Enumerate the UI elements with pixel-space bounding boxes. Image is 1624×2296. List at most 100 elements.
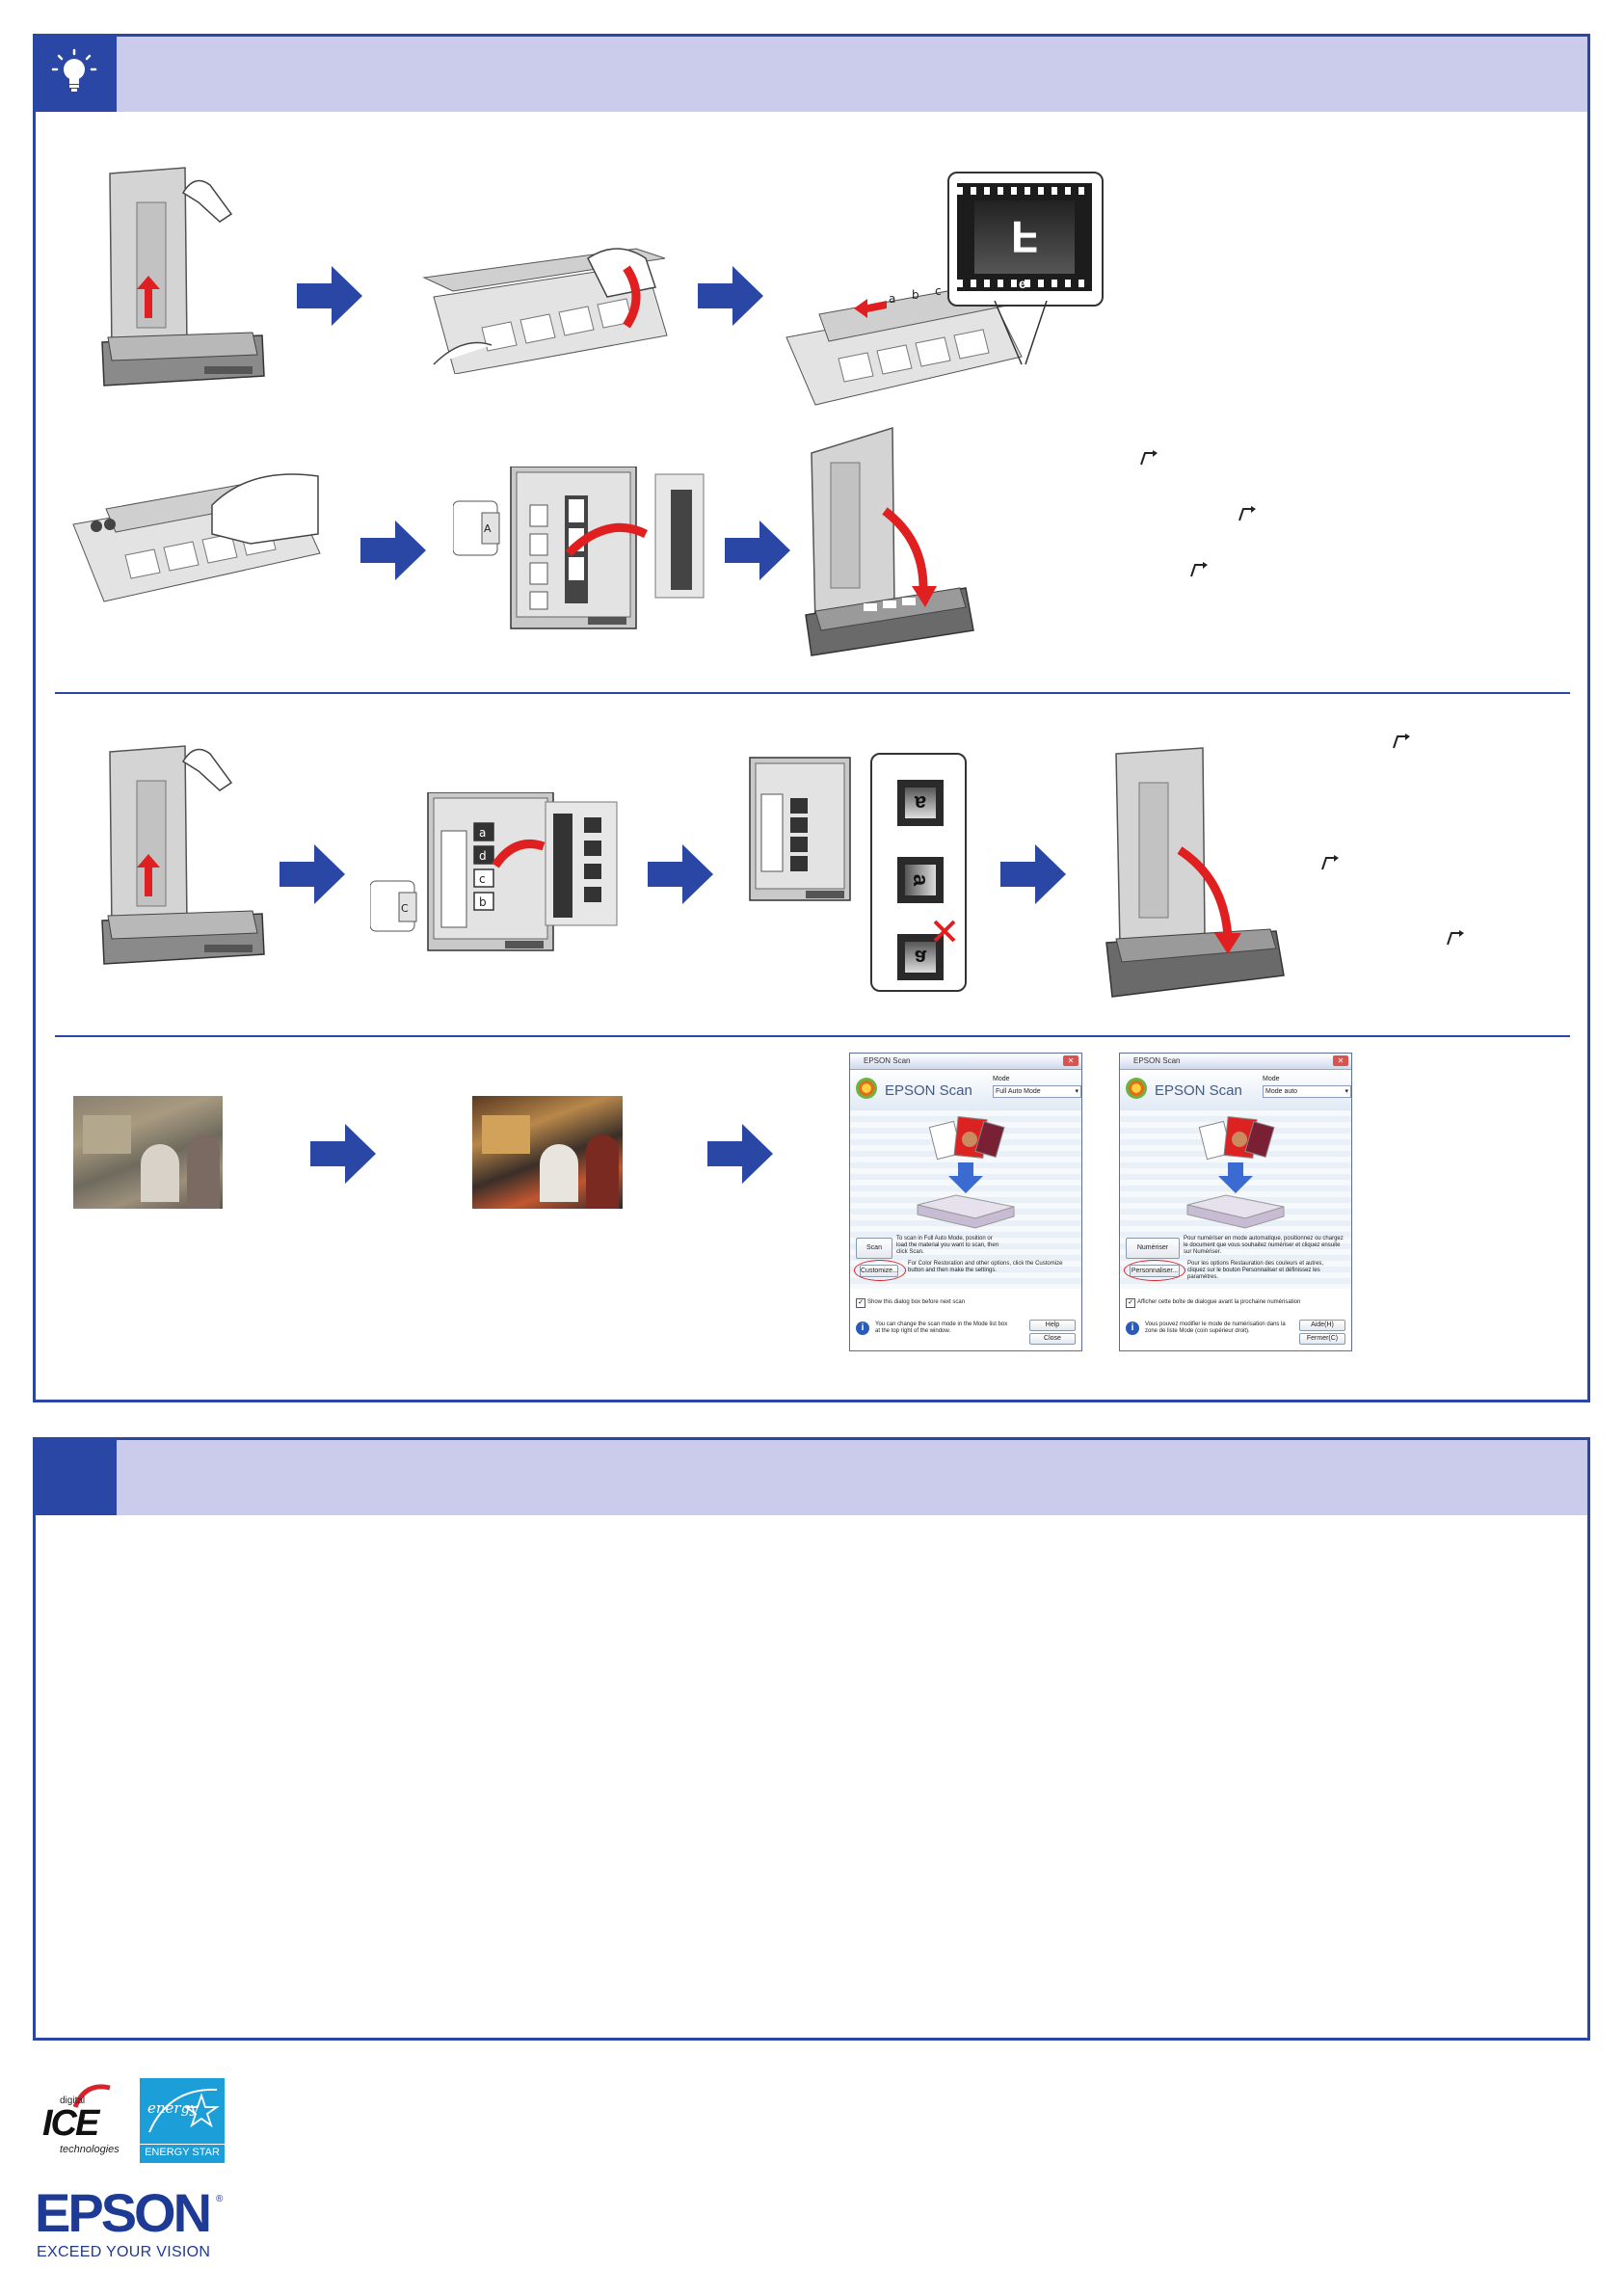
scanner-graphic <box>1186 1116 1285 1229</box>
step-arrow <box>310 1124 376 1184</box>
dialog-brand: EPSON Scan <box>885 1082 972 1099</box>
epson-logo: EPSON <box>35 2182 212 2243</box>
lightbulb-icon <box>51 48 97 92</box>
film-frame-letter: a <box>889 292 895 306</box>
slides-on-glass-illustration <box>749 757 851 901</box>
scan-button[interactable]: Numériser <box>1126 1238 1180 1259</box>
scanner-lid-open-illustration <box>101 167 265 387</box>
ice-small-text: digital <box>60 2096 86 2106</box>
dialog-title: EPSON Scan <box>1120 1054 1351 1070</box>
epson-scan-dialog-en: EPSON Scan ✕ EPSON Scan Mode Full Auto M… <box>849 1053 1082 1351</box>
close-button[interactable]: Close <box>1029 1333 1076 1345</box>
tips-header-band <box>36 37 1587 112</box>
step-arrow <box>725 521 790 580</box>
customize-description: For Color Restoration and other options,… <box>908 1261 1063 1273</box>
scan-button[interactable]: Scan <box>856 1238 892 1259</box>
ice-sub-text: technologies <box>60 2144 120 2155</box>
epson-tagline: EXCEED YOUR VISION <box>37 2244 211 2260</box>
scan-start-button-icon <box>1321 855 1339 870</box>
close-icon[interactable]: ✕ <box>1333 1055 1348 1066</box>
slide-holder-illustration: a d c b C <box>370 792 618 951</box>
film-strip-preview: F <box>957 183 1092 291</box>
mode-select[interactable]: Full Auto Mode▾ <box>993 1085 1081 1098</box>
slide-label: b <box>479 895 487 909</box>
ice-swoosh <box>73 2084 111 2108</box>
customize-description: Pour les options Restauration des couleu… <box>1187 1261 1324 1280</box>
checkbox-label: Afficher cette boîte de dialogue avant l… <box>1137 1299 1301 1305</box>
scan-start-button-icon <box>1140 450 1158 466</box>
mode-label: Mode <box>993 1076 1010 1082</box>
step-arrow <box>698 266 763 326</box>
close-lid-illustration <box>1105 747 1285 998</box>
mode-label: Mode <box>1263 1076 1280 1082</box>
epson-scan-dialog-fr: EPSON Scan ✕ EPSON Scan Mode Mode auto▾ … <box>1119 1053 1352 1351</box>
slide-correct-1: a <box>897 780 944 826</box>
close-lid-illustration <box>805 426 974 656</box>
scan-start-button-icon <box>1190 562 1208 577</box>
scan-description: To scan in Full Auto Mode, position or l… <box>896 1236 999 1255</box>
film-frame-caption: e <box>1019 276 1026 291</box>
film-holder-on-glass-illustration: A <box>453 467 705 629</box>
step-arrow <box>360 521 426 580</box>
energy-star-text: ENERGY STAR <box>145 2147 220 2158</box>
restored-photo <box>472 1096 623 1209</box>
section-divider-2 <box>55 1035 1570 1037</box>
ice-main-text: ICE <box>42 2103 99 2144</box>
guide-tab-label: C <box>401 902 409 915</box>
flower-icon <box>856 1078 877 1099</box>
show-dialog-checkbox[interactable]: ✓ <box>856 1298 865 1308</box>
second-header-tab <box>36 1440 117 1515</box>
checkbox-label: Show this dialog box before next scan <box>867 1299 966 1305</box>
energy-star-label-bar <box>140 2144 225 2145</box>
registered-mark: ® <box>216 2194 224 2204</box>
slide-label: c <box>479 872 486 886</box>
tips-header-tab <box>36 37 117 112</box>
info-text: You can change the scan mode in the Mode… <box>875 1322 1008 1334</box>
close-icon[interactable]: ✕ <box>1063 1055 1078 1066</box>
callout-pointer <box>994 301 1048 365</box>
guide-tab-label: A <box>484 522 492 535</box>
digital-ice-logo: digital ICE technologies <box>35 2082 121 2157</box>
slide-label: d <box>479 849 487 863</box>
dialog-banner: EPSON Scan Mode Mode auto▾ <box>1120 1070 1351 1110</box>
scanner-graphic <box>917 1116 1015 1229</box>
dialog-banner: EPSON Scan Mode Full Auto Mode▾ <box>850 1070 1081 1110</box>
slide-correct-2: a <box>897 857 944 903</box>
scanner-lid-open-illustration <box>101 745 265 965</box>
info-text: Vous pouvez modifier le mode de numérisa… <box>1145 1322 1286 1334</box>
close-button[interactable]: Fermer(C) <box>1299 1333 1345 1345</box>
help-button[interactable]: Aide(H) <box>1299 1320 1345 1331</box>
energy-star-icon <box>148 2088 220 2133</box>
scan-start-button-icon <box>1447 930 1464 946</box>
film-frame-letter: b <box>912 288 919 302</box>
dialog-brand: EPSON Scan <box>1155 1082 1242 1099</box>
info-icon: i <box>1126 1322 1139 1335</box>
tips-section <box>33 34 1590 1402</box>
cross-icon <box>933 920 956 943</box>
film-frame-image: F <box>974 200 1075 274</box>
chevron-down-icon: ▾ <box>1075 1088 1078 1095</box>
film-holder-press-illustration <box>72 473 321 602</box>
step-arrow <box>648 844 713 904</box>
dialog-body: Numériser Pour numériser en mode automat… <box>1120 1110 1351 1289</box>
film-holder-open-illustration <box>422 248 668 374</box>
dialog-title: EPSON Scan <box>850 1054 1081 1070</box>
help-button[interactable]: Help <box>1029 1320 1076 1331</box>
info-icon: i <box>856 1322 869 1335</box>
section-divider-1 <box>55 692 1570 694</box>
step-arrow <box>297 266 362 326</box>
second-header-band <box>36 1440 1587 1515</box>
highlight-circle <box>1124 1260 1185 1281</box>
energy-star-logo: energy ENERGY STAR <box>140 2078 225 2163</box>
flower-icon <box>1126 1078 1147 1099</box>
step-arrow <box>707 1124 773 1184</box>
film-frame-letter: c <box>935 284 942 298</box>
step-arrow <box>1000 844 1066 904</box>
mode-select[interactable]: Mode auto▾ <box>1263 1085 1351 1098</box>
dialog-body: Scan To scan in Full Auto Mode, position… <box>850 1110 1081 1289</box>
show-dialog-checkbox[interactable]: ✓ <box>1126 1298 1135 1308</box>
second-section <box>33 1437 1590 2041</box>
faded-photo <box>73 1096 223 1209</box>
scan-description: Pour numériser en mode automatique, posi… <box>1184 1236 1344 1255</box>
scan-start-button-icon <box>1238 506 1256 521</box>
